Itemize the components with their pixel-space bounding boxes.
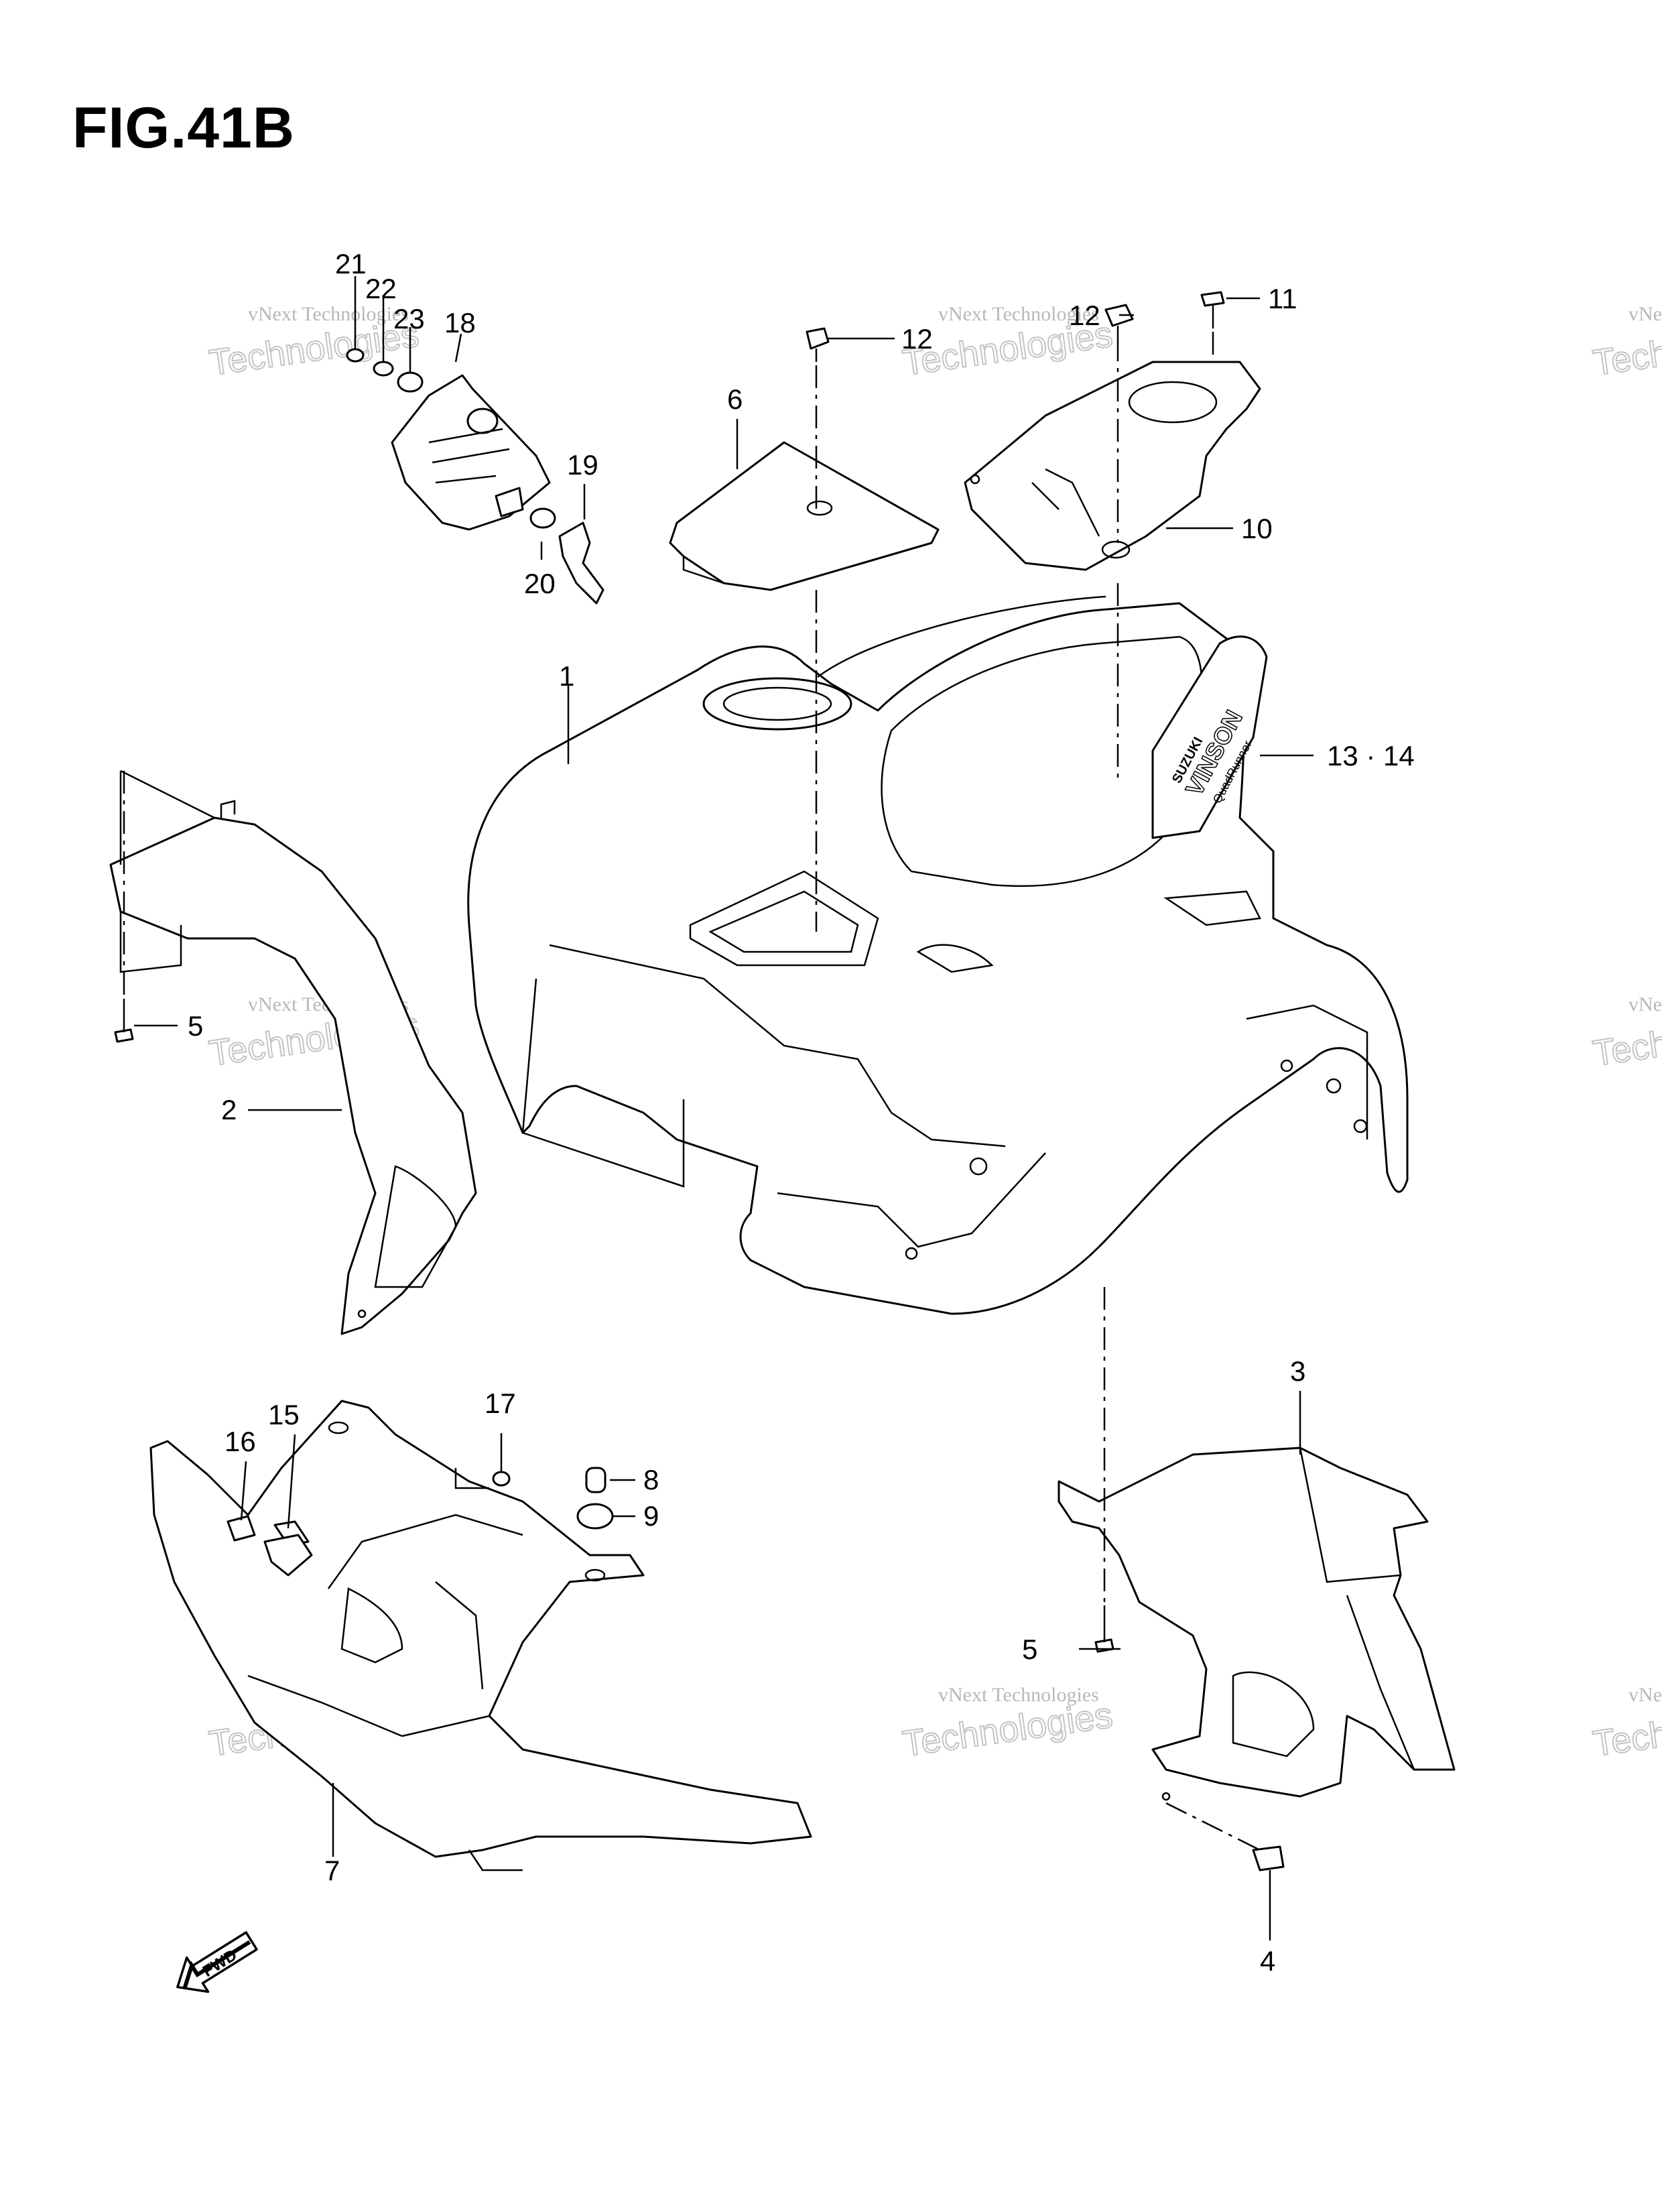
upper-cover-part-10 bbox=[964, 361, 1261, 571]
callout-3: 3 bbox=[1290, 1355, 1305, 1387]
bracket-part-18 bbox=[391, 374, 551, 531]
callout-labels: 1 2 3 4 5 5 6 7 8 9 10 11 12 12 13 · 14 … bbox=[188, 248, 1415, 1977]
callout-2: 2 bbox=[221, 1094, 237, 1125]
callout-8: 8 bbox=[643, 1464, 659, 1495]
callout-1: 1 bbox=[559, 660, 574, 692]
callout-5-right: 5 bbox=[1022, 1634, 1037, 1665]
nut-17 bbox=[492, 1471, 511, 1487]
svg-text:vNext Technologies: vNext Technologies bbox=[1628, 303, 1662, 325]
callout-20: 20 bbox=[524, 568, 556, 599]
fastener-group bbox=[114, 291, 1285, 1871]
front-guard-part-7 bbox=[149, 1400, 812, 1871]
bolt-4 bbox=[1252, 1845, 1285, 1871]
grommet-20 bbox=[529, 507, 556, 529]
svg-text:vNext Technologies: vNext Technologies bbox=[938, 1684, 1099, 1706]
svg-text:vNext Technologies: vNext Technologies bbox=[1628, 993, 1662, 1016]
screw-11 bbox=[1200, 291, 1225, 307]
clamp-19 bbox=[558, 521, 604, 605]
grommet-9 bbox=[576, 1503, 614, 1530]
callout-22: 22 bbox=[365, 273, 397, 304]
spacer-8 bbox=[585, 1467, 606, 1493]
callout-12-left: 12 bbox=[901, 323, 933, 355]
callout-16: 16 bbox=[225, 1426, 256, 1457]
callout-15: 15 bbox=[268, 1399, 300, 1430]
washer-21 bbox=[346, 348, 365, 363]
callout-6: 6 bbox=[727, 383, 743, 415]
grommet-23 bbox=[397, 371, 424, 393]
front-fender-part-1: SUZUKI VINSON QuadRunner bbox=[467, 595, 1409, 1315]
callout-13-14: 13 · 14 bbox=[1327, 740, 1415, 772]
assembly-lines bbox=[123, 332, 1261, 1851]
cover-plate-part-6 bbox=[669, 441, 940, 591]
watermark-8-edge: vNext Technologies Technologies bbox=[1590, 993, 1662, 1074]
callout-17: 17 bbox=[485, 1388, 516, 1419]
screw-5-left bbox=[114, 1028, 134, 1043]
inner-fender-part-2 bbox=[109, 770, 477, 1335]
callout-11: 11 bbox=[1268, 283, 1297, 314]
callout-21: 21 bbox=[335, 248, 367, 280]
callout-5-left: 5 bbox=[188, 1010, 203, 1042]
callout-4: 4 bbox=[1260, 1945, 1275, 1977]
svg-text:vNext Technologies: vNext Technologies bbox=[248, 303, 409, 325]
callout-10: 10 bbox=[1241, 513, 1273, 544]
callout-9: 9 bbox=[643, 1500, 659, 1532]
leader-lines bbox=[134, 276, 1314, 1941]
watermark-9-edge: vNext Technologies Technologies bbox=[1590, 1684, 1662, 1765]
callout-19: 19 bbox=[567, 449, 598, 481]
svg-text:vNext Technologies: vNext Technologies bbox=[938, 303, 1099, 325]
callout-18: 18 bbox=[444, 307, 476, 339]
callout-12-right: 12 bbox=[1069, 300, 1100, 331]
svg-text:vNext Technologies: vNext Technologies bbox=[1628, 1684, 1662, 1706]
figure-title: FIG.41B bbox=[72, 96, 295, 160]
inner-fender-part-3 bbox=[1058, 1447, 1456, 1801]
fwd-arrow-icon: FWD bbox=[176, 1931, 258, 1993]
clip-12-left bbox=[806, 327, 830, 350]
collar-22 bbox=[373, 361, 394, 377]
watermark-7-edge: vNext Technologies Technologies bbox=[1590, 303, 1662, 384]
watermark-6: vNext Technologies Technologies bbox=[899, 1684, 1116, 1765]
callout-7: 7 bbox=[324, 1855, 340, 1886]
callout-23: 23 bbox=[393, 303, 425, 334]
